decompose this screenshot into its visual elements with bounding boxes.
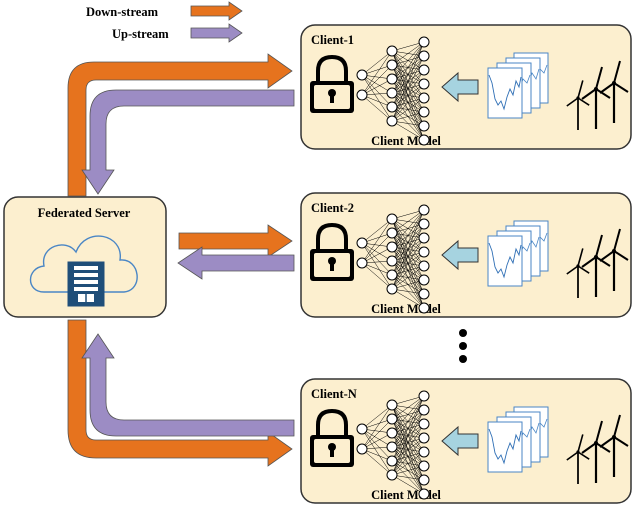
upstream-arrow-client-1 — [81, 89, 295, 195]
neural-network-icon — [356, 36, 430, 146]
client-name: Client-N — [311, 387, 357, 401]
downstream-arrow-client-n — [67, 319, 293, 467]
downstream-arrow-client-1 — [67, 53, 293, 197]
client-panel-3: Client-N Client Model — [300, 378, 632, 504]
data-flow-arrow — [441, 239, 479, 271]
lock-icon — [310, 54, 354, 113]
upstream-arrow-client-n — [81, 333, 295, 437]
upstream-arrow-client-2 — [177, 246, 295, 280]
time-series-chart-icon — [487, 406, 549, 473]
legend: Down-stream Up-stream — [86, 1, 243, 43]
vertical-ellipsis-icon — [459, 329, 467, 363]
legend-downstream-label: Down-stream — [86, 5, 159, 19]
data-flow-arrow — [441, 425, 479, 457]
legend-downstream-arrow — [190, 1, 243, 21]
federated-server: Federated Server — [3, 196, 167, 318]
time-series-chart-icon — [487, 52, 549, 119]
lock-icon — [310, 222, 354, 281]
legend-upstream-label: Up-stream — [112, 27, 169, 41]
client-name: Client-2 — [311, 201, 354, 215]
legend-upstream-arrow — [190, 23, 243, 43]
client-model-label: Client Model — [371, 134, 441, 148]
cloud-server-icon — [29, 235, 138, 307]
data-flow-arrow — [441, 71, 479, 103]
client-model-label: Client Model — [371, 302, 441, 316]
client-model-label: Client Model — [371, 488, 441, 502]
neural-network-icon — [356, 390, 430, 500]
neural-network-icon — [356, 204, 430, 314]
downstream-arrow-client-2 — [178, 224, 293, 258]
server-panel — [3, 196, 167, 318]
lock-icon — [310, 408, 354, 467]
client-name: Client-1 — [311, 33, 354, 47]
server-title: Federated Server — [38, 206, 131, 220]
time-series-chart-icon — [487, 220, 549, 287]
